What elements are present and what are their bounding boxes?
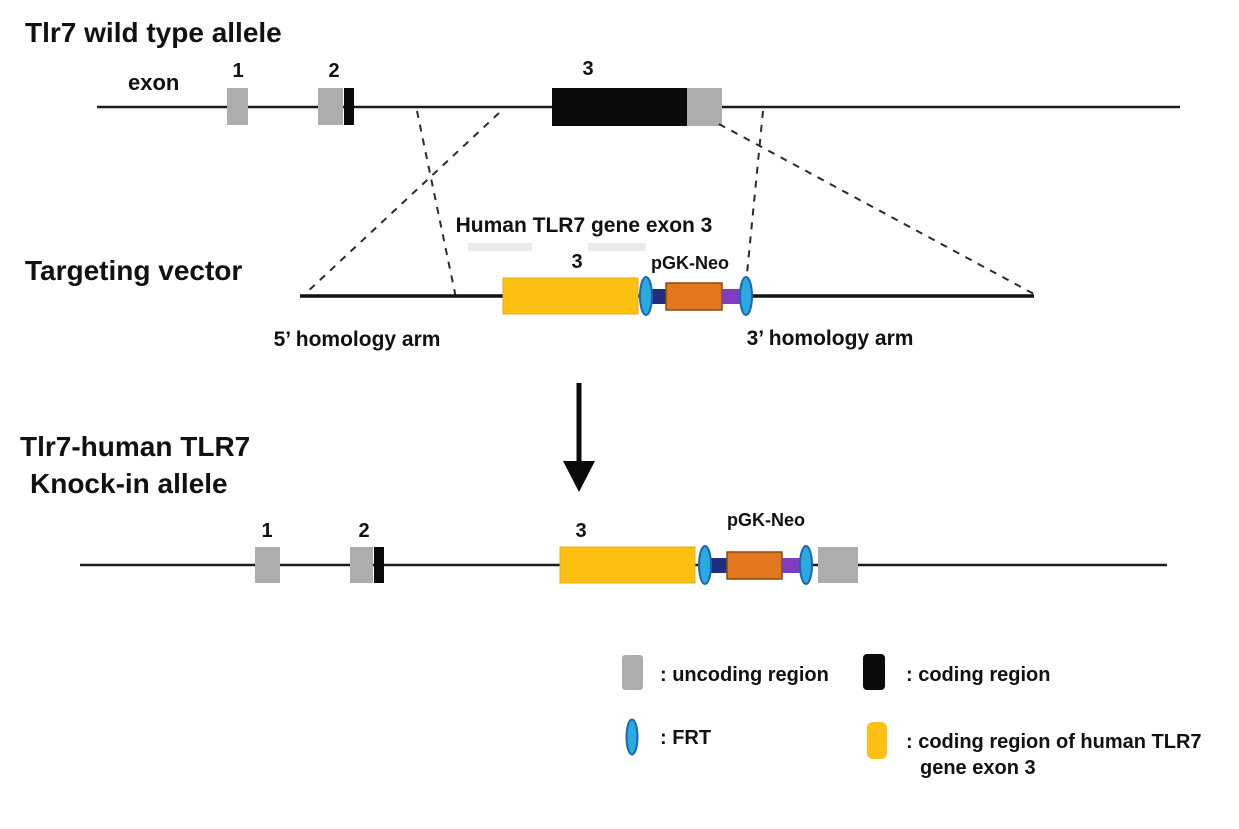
ki-exon1-box bbox=[255, 547, 280, 583]
ki-frt-left bbox=[698, 545, 712, 585]
ki-linker-right bbox=[782, 558, 801, 573]
wild-type-title: Tlr7 wild type allele bbox=[25, 17, 282, 48]
tv-frt-left bbox=[639, 276, 653, 316]
ki-exon1-number: 1 bbox=[261, 520, 272, 542]
legend-human-exon-label-line2: gene exon 3 bbox=[920, 757, 1036, 779]
wt-exon2-coding-bar bbox=[344, 88, 354, 125]
human-exon-swatch bbox=[867, 722, 887, 759]
erasure-smudge-right bbox=[588, 243, 646, 251]
frt-symbol bbox=[625, 718, 639, 756]
wt-exon3-coding-box bbox=[552, 88, 687, 126]
recombination-dash-left-outer bbox=[304, 112, 500, 295]
knock-in-title-line2: Knock-in allele bbox=[30, 468, 228, 499]
ki-pgk-neo-box bbox=[726, 551, 783, 580]
ki-exon3-uncoding-box bbox=[818, 547, 858, 583]
tv-pgk-neo-box bbox=[665, 282, 723, 311]
coding-region-swatch bbox=[863, 654, 885, 690]
exon-label: exon bbox=[128, 70, 179, 95]
tv-human-exon3-box bbox=[502, 277, 639, 315]
targeting-vector-title: Targeting vector bbox=[25, 255, 242, 286]
ki-exon2-box bbox=[350, 547, 373, 583]
tv-linker-right bbox=[722, 289, 741, 304]
ki-exon3-number: 3 bbox=[575, 520, 586, 542]
recombination-dash-right-outer bbox=[718, 123, 1035, 295]
wt-exon2-box bbox=[318, 88, 343, 125]
tv-linker-left bbox=[650, 289, 666, 304]
legend-uncoding-label: : uncoding region bbox=[660, 664, 829, 686]
ki-frt-right bbox=[799, 545, 813, 585]
human-tlr7-exon3-label: Human TLR7 gene exon 3 bbox=[456, 214, 713, 237]
ki-human-exon3-box bbox=[559, 546, 696, 584]
wt-exon1-box bbox=[227, 88, 248, 125]
homology-arm-3-label: 3’ homology arm bbox=[747, 327, 914, 350]
tv-exon3-number: 3 bbox=[571, 251, 582, 273]
wt-exon2-number: 2 bbox=[328, 60, 339, 82]
homology-arm-5-label: 5’ homology arm bbox=[274, 328, 441, 351]
wt-exon3-number: 3 bbox=[582, 58, 593, 80]
legend-human-exon-label-line1: : coding region of human TLR7 bbox=[906, 731, 1202, 753]
arrow-head bbox=[563, 461, 595, 492]
wt-exon3-uncoding-box bbox=[687, 88, 722, 126]
ki-exon2-coding-bar bbox=[374, 547, 384, 583]
wt-exon1-number: 1 bbox=[232, 60, 243, 82]
recombination-arrow bbox=[563, 383, 595, 492]
legend-frt-label: : FRT bbox=[660, 727, 711, 749]
recombination-dash-right-inner bbox=[744, 110, 764, 295]
recombination-dash-left-inner bbox=[416, 110, 457, 299]
erasure-smudge-left bbox=[468, 243, 532, 251]
uncoding-region-swatch bbox=[622, 655, 643, 690]
tv-frt-right bbox=[739, 276, 753, 316]
legend: : uncoding region : coding region : FRT … bbox=[622, 654, 1202, 779]
ki-exon2-number: 2 bbox=[358, 520, 369, 542]
ki-linker-left bbox=[709, 558, 727, 573]
tv-pgk-neo-label: pGK-Neo bbox=[651, 253, 729, 273]
knock-in-title-line1: Tlr7-human TLR7 bbox=[20, 431, 250, 462]
ki-pgk-neo-label: pGK-Neo bbox=[727, 510, 805, 530]
legend-coding-label: : coding region bbox=[906, 664, 1050, 686]
